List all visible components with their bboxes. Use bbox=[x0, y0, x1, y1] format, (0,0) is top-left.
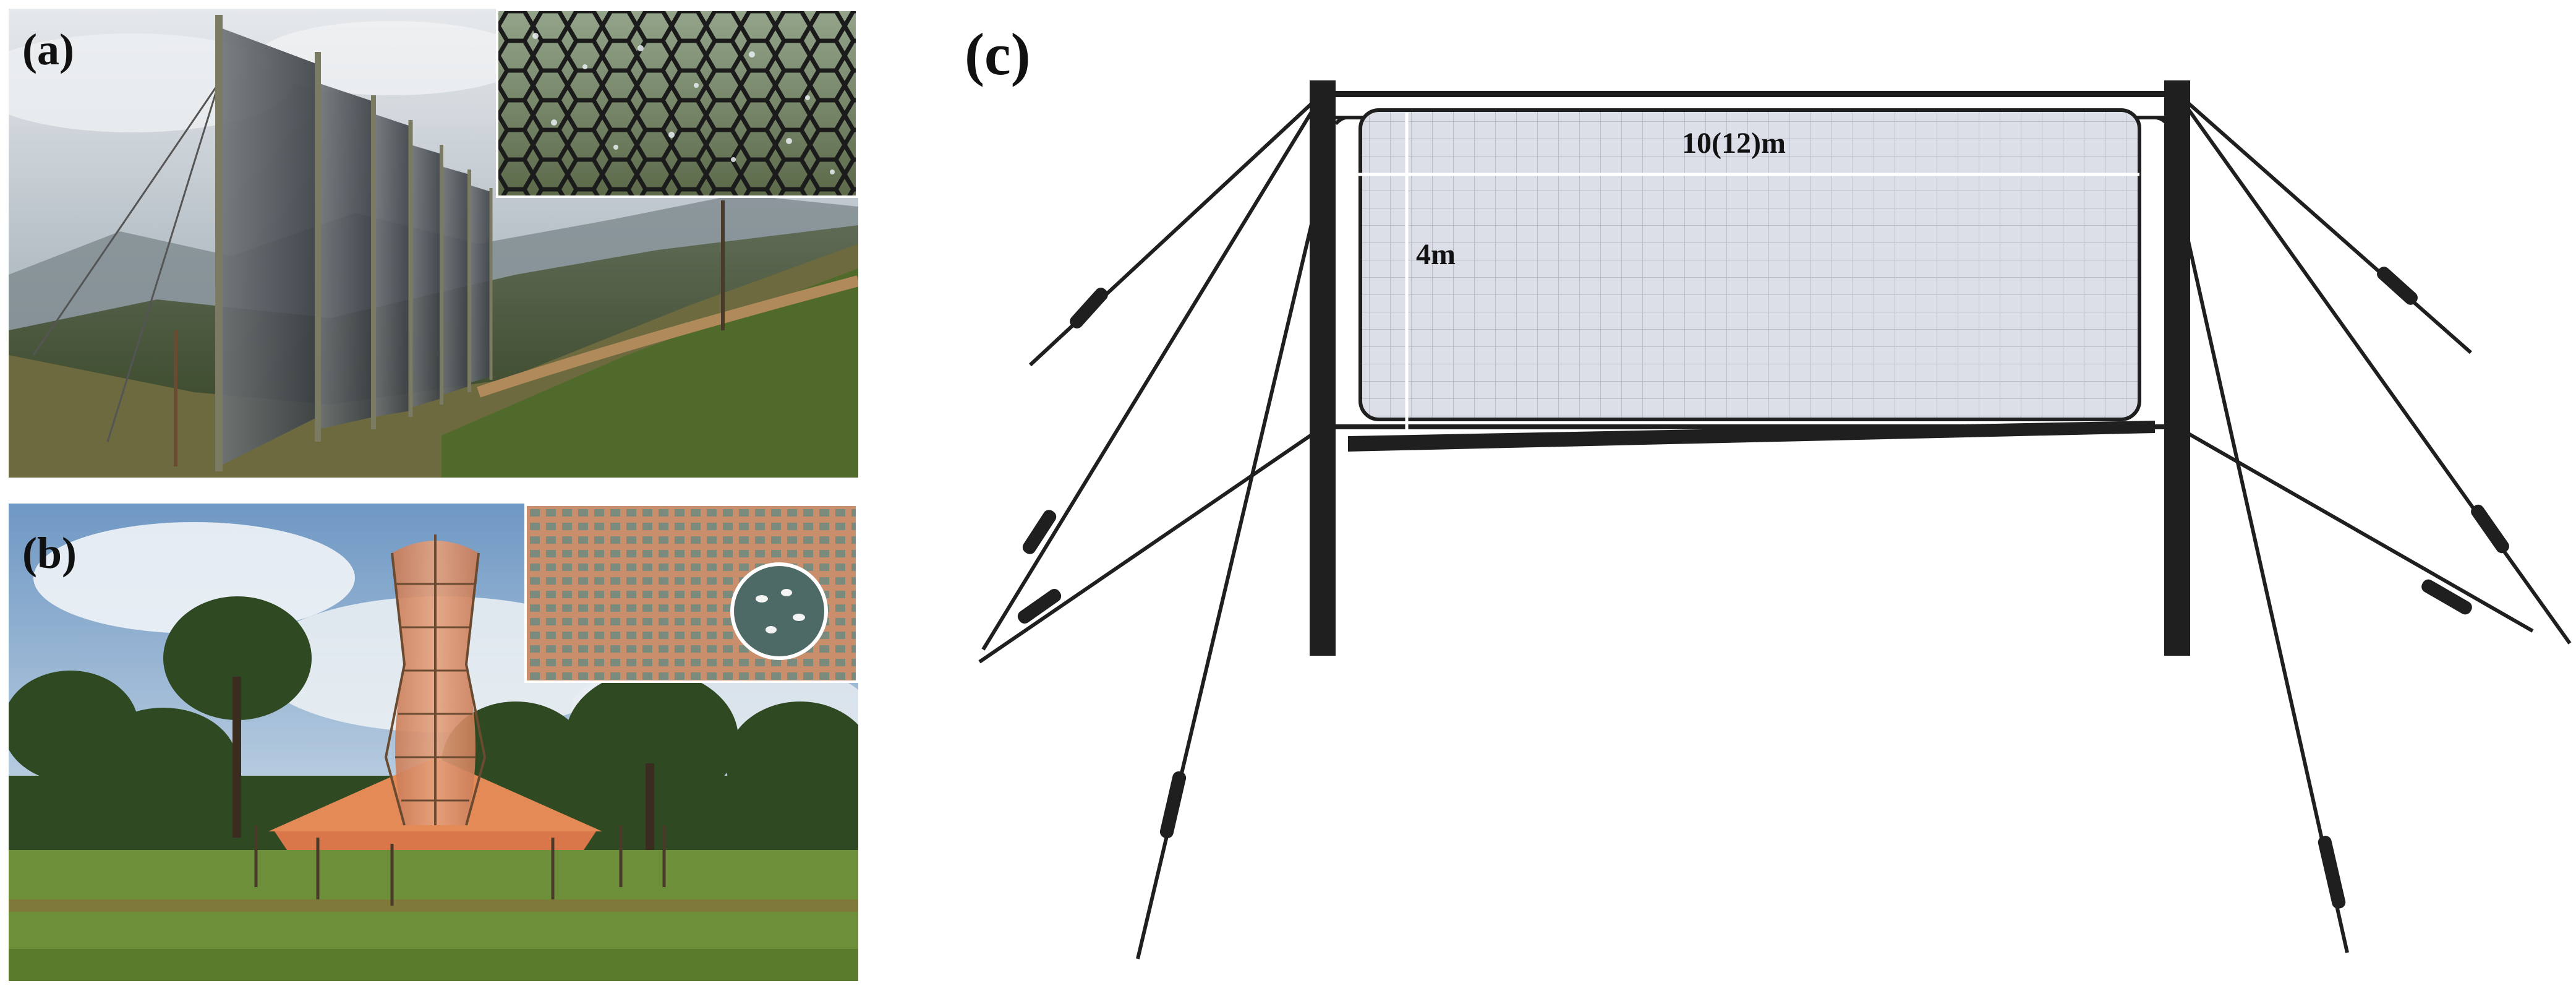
magnified-droplet-circle bbox=[730, 562, 828, 660]
warka-tower-photo: (b) bbox=[9, 504, 858, 981]
collection-gutter bbox=[1348, 421, 2155, 452]
mesh-panel bbox=[1358, 108, 2141, 421]
warka-tower-scene bbox=[9, 504, 858, 981]
panel-label-c: (c) bbox=[965, 21, 1031, 87]
height-dimension-label: 4m bbox=[1416, 238, 1456, 271]
fog-collector-drawing bbox=[978, 80, 2572, 959]
panel-label-a: (a) bbox=[22, 25, 74, 74]
fog-net-photo: (a) bbox=[9, 9, 858, 478]
warka-tower bbox=[384, 534, 487, 826]
right-turnbuckles bbox=[2318, 267, 2509, 909]
fog-net-panels bbox=[215, 15, 493, 471]
left-turnbuckles bbox=[1017, 288, 1187, 839]
left-guy-wires bbox=[978, 91, 1331, 959]
hexagonal-mesh-closeup bbox=[496, 9, 858, 198]
mesh-closeup-with-droplets bbox=[524, 504, 858, 683]
panel-label-b: (b) bbox=[22, 528, 77, 578]
right-guy-wires bbox=[2169, 91, 2572, 953]
width-dimension-label: 10(12)m bbox=[1682, 127, 1786, 160]
right-post bbox=[2164, 80, 2190, 656]
left-post bbox=[1310, 80, 1336, 656]
fog-collector-diagram: 10(12)m 4m (c) bbox=[928, 0, 2576, 991]
